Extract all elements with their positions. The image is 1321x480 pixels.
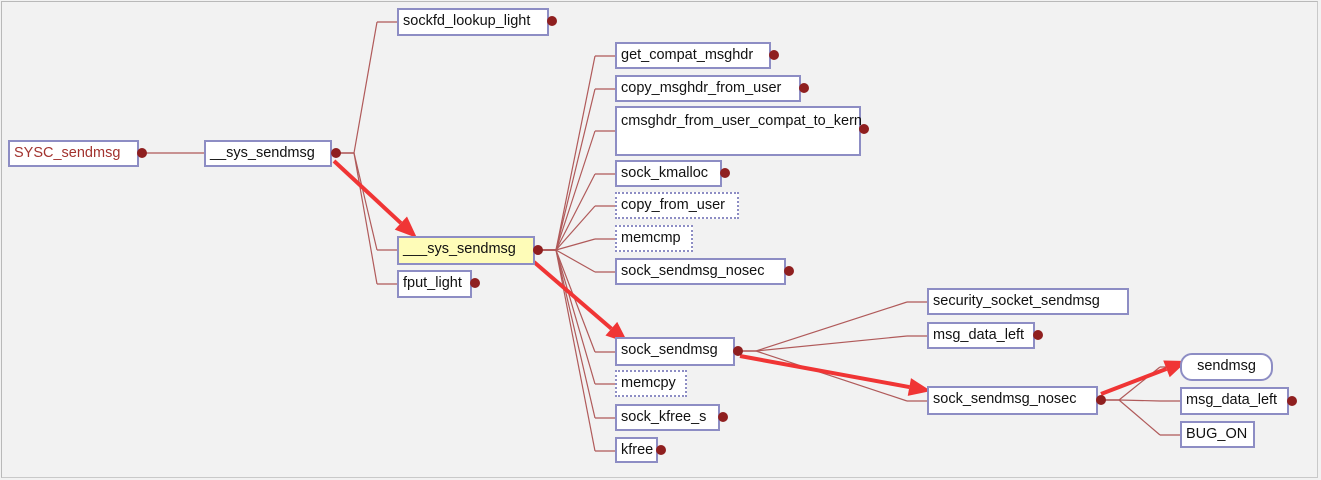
edge-inner-edge — [555, 249, 596, 419]
node-sock-kmalloc[interactable]: sock_kmalloc — [615, 160, 722, 187]
edge-inner-edge — [555, 173, 596, 251]
node-sock-kfree-s[interactable]: sock_kfree_s — [615, 404, 720, 431]
node-sockfd-lookup-light[interactable]: sockfd_lookup_light — [397, 8, 549, 36]
node-bug-on[interactable]: BUG_ON — [1180, 421, 1255, 448]
node-memcpy[interactable]: memcpy — [615, 370, 687, 397]
edge-inner-edge — [555, 249, 596, 452]
edge-inner-edge — [555, 249, 596, 353]
node-get-compat-msghdr[interactable]: get_compat_msghdr — [615, 42, 771, 69]
node-msg-data-left-1[interactable]: msg_data_left — [927, 322, 1035, 349]
edge-sock-sendmsg-edge — [755, 301, 908, 352]
edge-inner-edge — [555, 249, 596, 385]
node-msg-data-left-2[interactable]: msg_data_left — [1180, 387, 1289, 415]
node-sendmsg[interactable]: sendmsg — [1180, 353, 1273, 381]
red-arrow-1 — [332, 159, 417, 238]
node-copy-from-user[interactable]: copy_from_user — [615, 192, 739, 219]
red-arrow-4 — [1100, 360, 1187, 396]
red-arrow-2 — [532, 260, 628, 343]
node-kfree[interactable]: kfree — [615, 437, 658, 463]
edge-nosec-edge — [1118, 399, 1161, 402]
edge-inner-edge — [555, 55, 596, 251]
edge-inner-edge — [555, 249, 596, 273]
node-sysc-sendmsg[interactable]: SYSC_sendmsg — [8, 140, 139, 167]
node-cmsghdr-from-user-compat-to-kern[interactable]: cmsghdr_from_user_compat_to_kern — [615, 106, 862, 156]
node-copy-msghdr-from-user[interactable]: copy_msghdr_from_user — [615, 75, 801, 102]
edge-inner-edge — [555, 88, 596, 251]
node-sys-sendmsg-inner[interactable]: ___sys_sendmsg — [397, 236, 535, 265]
edge-sys-sendmsg-edge — [353, 152, 378, 285]
node-security-socket-sendmsg[interactable]: security_socket_sendmsg — [927, 288, 1129, 315]
edge-sock-sendmsg-edge — [755, 335, 908, 352]
edge-nosec-edge — [1118, 399, 1161, 436]
node-sys-sendmsg[interactable]: __sys_sendmsg — [204, 140, 332, 167]
node-sock-sendmsg[interactable]: sock_sendmsg — [615, 337, 735, 366]
edge-sys-sendmsg-edge — [353, 21, 378, 154]
edge-sys-sendmsg-edge — [353, 152, 378, 251]
node-memcmp[interactable]: memcmp — [615, 225, 693, 252]
node-sock-sendmsg-nosec-1[interactable]: sock_sendmsg_nosec — [615, 258, 786, 285]
node-fput-light[interactable]: fput_light — [397, 270, 472, 298]
edge-sock-sendmsg-edge — [755, 350, 908, 402]
edge-inner-edge — [555, 205, 596, 251]
node-sock-sendmsg-nosec-2[interactable]: sock_sendmsg_nosec — [927, 386, 1098, 415]
edge-inner-edge — [555, 130, 596, 251]
red-arrow-3 — [739, 354, 931, 396]
edge-inner-edge — [555, 238, 596, 251]
